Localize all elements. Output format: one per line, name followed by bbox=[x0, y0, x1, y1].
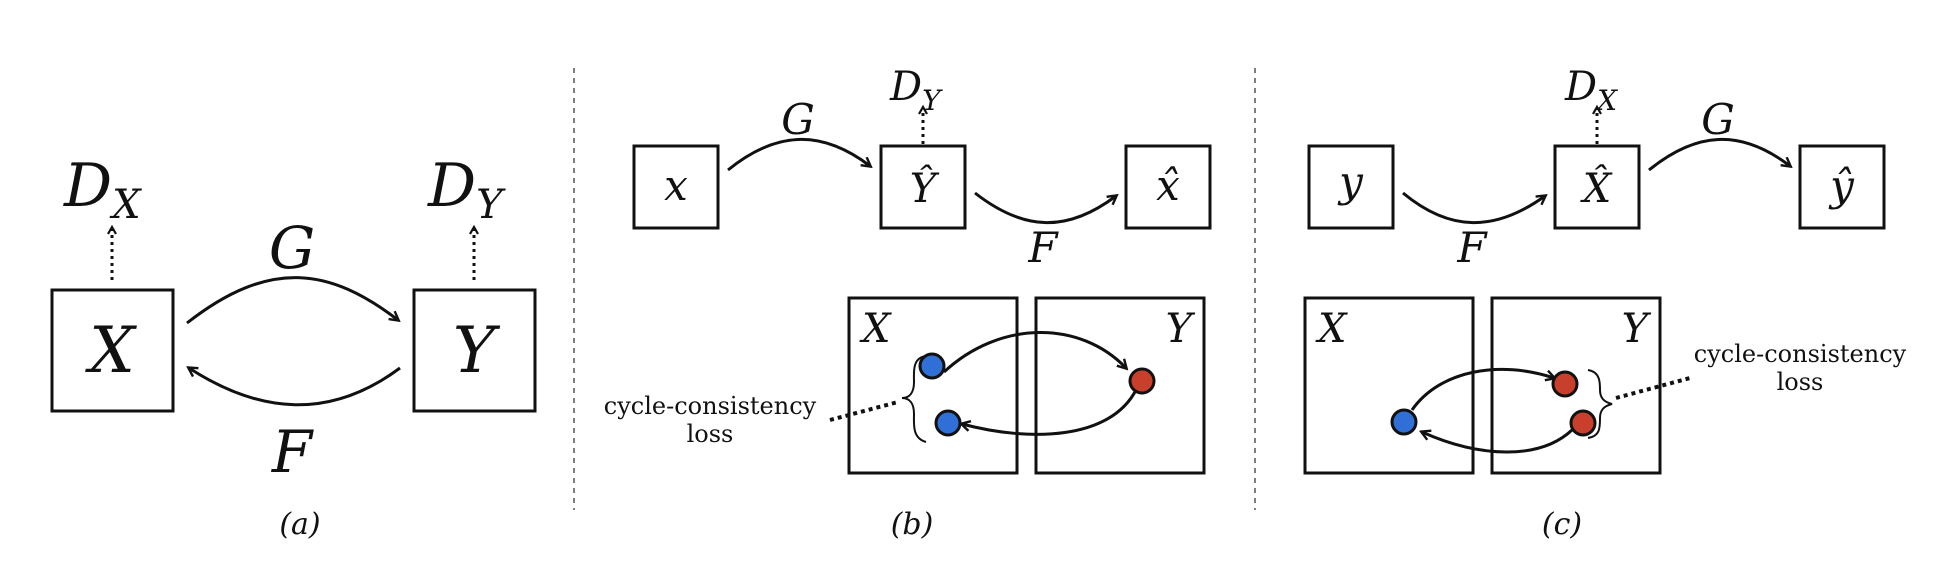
mapped-x-hat-label: X̂ bbox=[1580, 166, 1613, 212]
forward-point-arrow-b bbox=[942, 331, 1126, 374]
mapping-g-label-b: G bbox=[781, 95, 815, 144]
domain-y-box bbox=[412, 288, 537, 413]
source-point-b bbox=[918, 352, 946, 380]
discriminator-x-label-c: DX bbox=[1564, 64, 1618, 117]
mapping-f-label-b: F bbox=[1027, 223, 1059, 272]
cycle-loss-label-c-line2: loss bbox=[1777, 368, 1824, 396]
mapping-g-label: G bbox=[269, 214, 315, 282]
input-x-box bbox=[632, 144, 720, 230]
domain-y-region-c bbox=[1490, 296, 1662, 475]
cycle-loss-brace-c bbox=[1587, 369, 1613, 439]
discriminator-y-label: DY bbox=[427, 151, 506, 228]
mapped-x-hat-box bbox=[1553, 144, 1641, 230]
reconstructed-point-b bbox=[934, 409, 962, 437]
panel-c-caption: (c) bbox=[1542, 507, 1582, 542]
mapped-point-b bbox=[1128, 367, 1156, 395]
reconstructed-x-hat-box bbox=[1124, 144, 1212, 230]
cycle-loss-label-c: cycle-consistency bbox=[1694, 340, 1907, 368]
mapping-f-label: F bbox=[271, 418, 314, 486]
cycle-loss-label-b-line2: loss bbox=[687, 420, 734, 448]
discriminator-y-label-b: DY bbox=[889, 64, 943, 117]
reconstructed-y-hat-label: ŷ bbox=[1828, 161, 1855, 210]
domain-y-region-label-c: Y bbox=[1622, 306, 1652, 352]
input-x-label: x bbox=[664, 161, 688, 210]
domain-x-region-label-b: X bbox=[859, 306, 892, 352]
domain-y-region-b bbox=[1034, 296, 1206, 475]
panel-a: DX DY X Y G F (a) bbox=[50, 151, 537, 542]
panel-b: x Ŷ x̂ DY G F X Y cycle-consi bbox=[604, 64, 1212, 542]
input-y-label: y bbox=[1337, 157, 1364, 206]
forward-point-arrow-c bbox=[1410, 367, 1554, 411]
reconstructed-y-hat-box bbox=[1798, 144, 1886, 230]
mapping-g-label-c: G bbox=[1701, 95, 1735, 144]
reconstructed-point-c bbox=[1569, 409, 1597, 437]
domain-x-label: X bbox=[84, 314, 137, 388]
mapped-point-c bbox=[1551, 370, 1579, 398]
domain-x-region-label-c: X bbox=[1315, 306, 1348, 352]
domain-x-region-c bbox=[1303, 296, 1475, 475]
domain-y-region-label-b: Y bbox=[1166, 306, 1196, 352]
domain-x-box bbox=[50, 288, 175, 413]
panel-c: y X̂ ŷ DX F G X Y cycle-consistency bbox=[1303, 64, 1907, 542]
discriminator-x-label: DX bbox=[63, 151, 142, 228]
domain-y-label: Y bbox=[453, 314, 501, 388]
mapping-g-arrow-b bbox=[727, 137, 870, 172]
cycle-loss-dotted-line-c bbox=[1615, 376, 1691, 400]
mapping-g-arrow-c bbox=[1648, 137, 1790, 172]
mapping-f-arrow-c bbox=[1402, 191, 1545, 225]
backward-point-arrow-c bbox=[1422, 428, 1574, 454]
panel-b-caption: (b) bbox=[891, 507, 934, 542]
panel-a-caption: (a) bbox=[279, 507, 320, 542]
cycle-loss-label-b: cycle-consistency bbox=[604, 392, 817, 420]
cycle-loss-brace-b bbox=[901, 355, 927, 443]
backward-point-arrow-b bbox=[962, 389, 1138, 436]
cycle-loss-dotted-line-b bbox=[829, 400, 899, 422]
mapping-g-arrow bbox=[186, 276, 398, 325]
mapping-f-label-c: F bbox=[1456, 223, 1488, 272]
input-y-box bbox=[1307, 144, 1395, 230]
reconstructed-x-hat-label: x̂ bbox=[1156, 161, 1180, 210]
domain-x-region-b bbox=[847, 296, 1019, 475]
mapped-y-hat-box bbox=[879, 144, 967, 230]
mapped-y-hat-label: Ŷ bbox=[910, 165, 940, 212]
mapping-f-arrow bbox=[189, 368, 401, 407]
source-point-c bbox=[1390, 408, 1418, 436]
mapping-f-arrow-b bbox=[974, 191, 1116, 225]
